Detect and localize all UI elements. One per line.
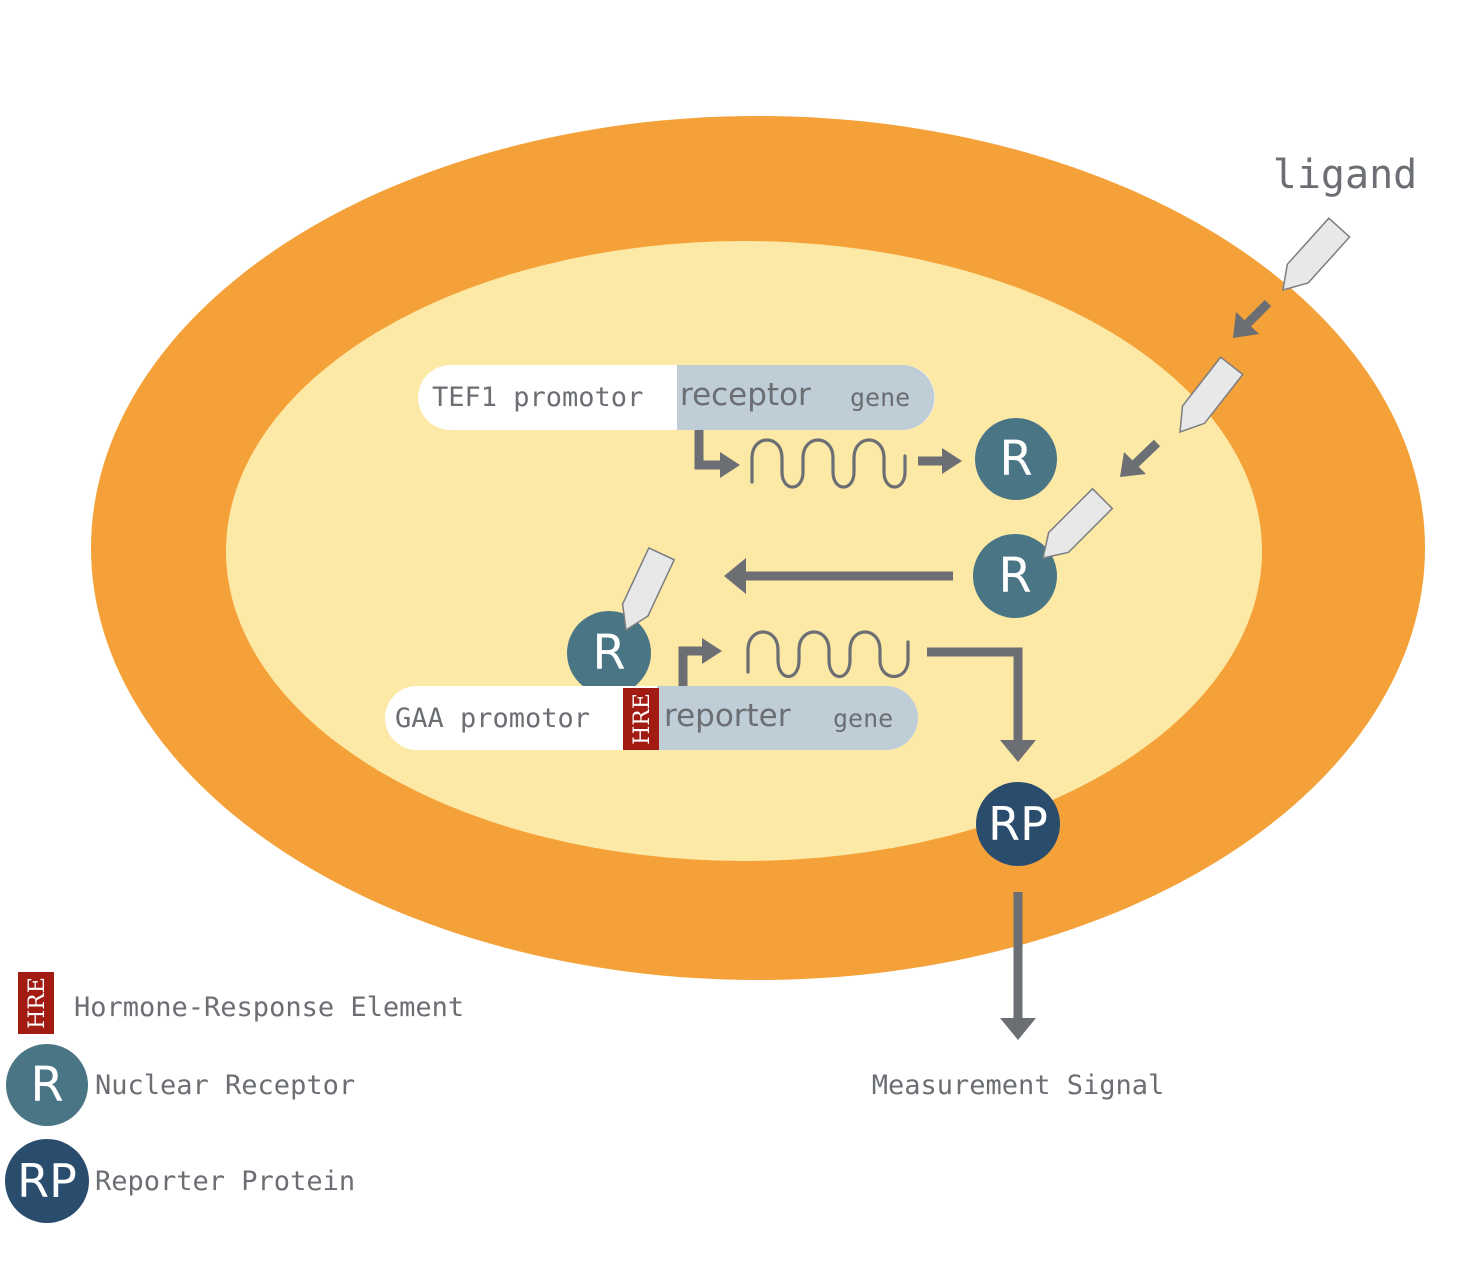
- nuclear-receptor-ligand-bound: R: [973, 487, 1114, 618]
- bound-ligand-hre: [621, 546, 676, 632]
- receptor-gene-suffix: gene: [850, 383, 910, 412]
- nuclear-receptor-at-hre: R: [567, 546, 676, 695]
- reporter-gene-box: [657, 686, 918, 750]
- receptor-construct: TEF1 promotor receptor gene: [418, 365, 935, 430]
- receptor-gene-label: receptor: [680, 377, 811, 413]
- reporter-construct: HRE GAA promotor reporter gene: [385, 686, 918, 750]
- legend-hre-label: Hormone-Response Element: [74, 992, 464, 1023]
- ligand-molecule-outside: [1282, 217, 1351, 292]
- legend-receptor-label: Nuclear Receptor: [95, 1070, 355, 1101]
- legend-item-reporter: RP Reporter Protein: [5, 1139, 355, 1223]
- receptor-mrna-wave: [750, 438, 907, 489]
- ligand-label: ligand: [1273, 152, 1418, 198]
- cytoplasm: [226, 241, 1262, 861]
- measurement-arrow: [1000, 892, 1036, 1040]
- receptor-gene-box: [677, 365, 935, 430]
- hre-element: [623, 688, 659, 750]
- reporter-gene-suffix: gene: [833, 704, 893, 733]
- ligand-entry-arrow-1: [1233, 299, 1272, 338]
- tef1-promoter-label: TEF1 promotor: [432, 382, 643, 413]
- ligand-molecule-inside: [1179, 356, 1244, 434]
- nuclear-receptor-free: R: [975, 418, 1057, 500]
- reporter-mrna-wave: [746, 630, 910, 678]
- legend-reporter-label: Reporter Protein: [95, 1166, 355, 1197]
- measurement-signal-label: Measurement Signal: [872, 1070, 1165, 1101]
- legend-receptor-swatch: [6, 1044, 88, 1126]
- reporter-gene-label: reporter: [664, 698, 791, 734]
- gaa-promoter-label: GAA promotor: [395, 703, 590, 734]
- legend-hre-swatch: [18, 972, 54, 1034]
- svg-text:HRE: HRE: [25, 977, 50, 1029]
- svg-text:R: R: [30, 1057, 63, 1113]
- svg-text:R: R: [998, 548, 1031, 604]
- legend-reporter-swatch: [5, 1139, 89, 1223]
- reporter-protein: RP: [976, 782, 1060, 866]
- svg-text:R: R: [592, 625, 625, 681]
- legend-item-hre: HRE Hormone-Response Element: [18, 972, 464, 1034]
- svg-text:RP: RP: [17, 1154, 77, 1208]
- translocation-arrow: [724, 558, 953, 594]
- bound-ligand: [1042, 487, 1114, 559]
- ligand-entry-arrow-2: [1120, 439, 1161, 477]
- receptor-transcription-arrow: [694, 430, 740, 478]
- reporter-transcription-arrow: [678, 638, 722, 686]
- legend-item-receptor: R Nuclear Receptor: [6, 1044, 355, 1126]
- translation-arrow: [918, 448, 962, 474]
- reporter-translation-arrow: [927, 647, 1036, 762]
- legend: HRE Hormone-Response Element R Nuclear R…: [5, 972, 464, 1223]
- hre-element-label: HRE: [630, 693, 655, 745]
- svg-text:RP: RP: [988, 797, 1048, 851]
- svg-text:R: R: [999, 431, 1032, 487]
